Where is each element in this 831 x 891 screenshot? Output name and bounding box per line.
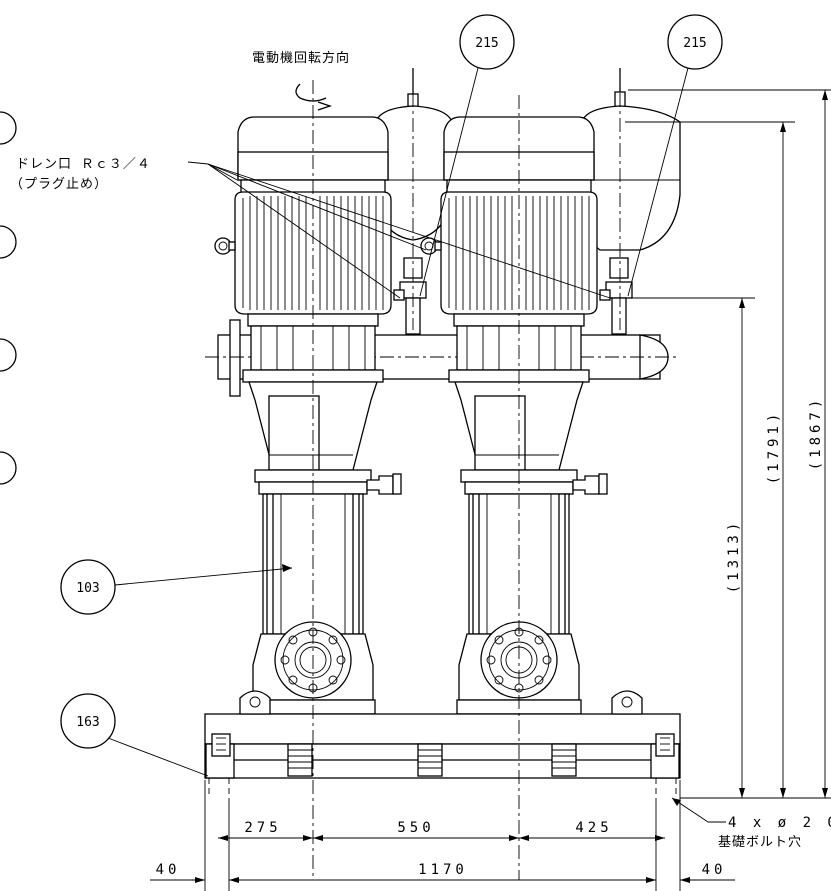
balloon-215-right-text: 215	[683, 36, 706, 51]
bolt-hole-label: 基礎ボルト穴	[718, 835, 802, 850]
drain-leaders	[187, 161, 611, 299]
dim-275: 275	[244, 820, 281, 836]
drain-note-line1: ドレン口 Ｒｃ３／４	[16, 157, 151, 172]
base-frame	[204, 690, 681, 798]
dim-425: 425	[575, 820, 612, 836]
dim-1170: 1170	[418, 862, 468, 878]
horizontal-dimensions	[150, 780, 735, 891]
balloon-215-left: 215	[419, 14, 515, 297]
balloon-163-text: 163	[76, 715, 99, 730]
dim-1313: (1313)	[726, 519, 742, 594]
vertical-dimensions	[620, 89, 831, 799]
balloon-103-text: 103	[76, 581, 99, 596]
rotation-arrow-icon	[295, 83, 333, 111]
bolt-hole-spec: 4 x ø 2 0	[728, 815, 831, 831]
balloon-103: 103	[60, 559, 293, 615]
dim-40-left: 40	[156, 862, 181, 878]
discharge-valves	[393, 257, 633, 335]
pump-2	[420, 116, 608, 715]
dim-1791: (1791)	[766, 410, 782, 485]
edge-balloons	[0, 4, 17, 485]
dim-40-right: 40	[702, 862, 727, 878]
pump-1	[214, 116, 402, 715]
center-lines	[312, 68, 621, 880]
rotation-direction-label: 電動機回転方向	[252, 50, 350, 66]
balloon-215-right: 215	[627, 14, 723, 297]
bolt-note-leader	[671, 797, 726, 823]
drain-note-line2: （プラグ止め）	[10, 177, 108, 192]
balloon-215-left-text: 215	[475, 36, 498, 51]
dim-1867: (1867)	[808, 396, 824, 471]
dim-550: 550	[397, 820, 434, 836]
balloon-163: 163	[60, 693, 209, 777]
